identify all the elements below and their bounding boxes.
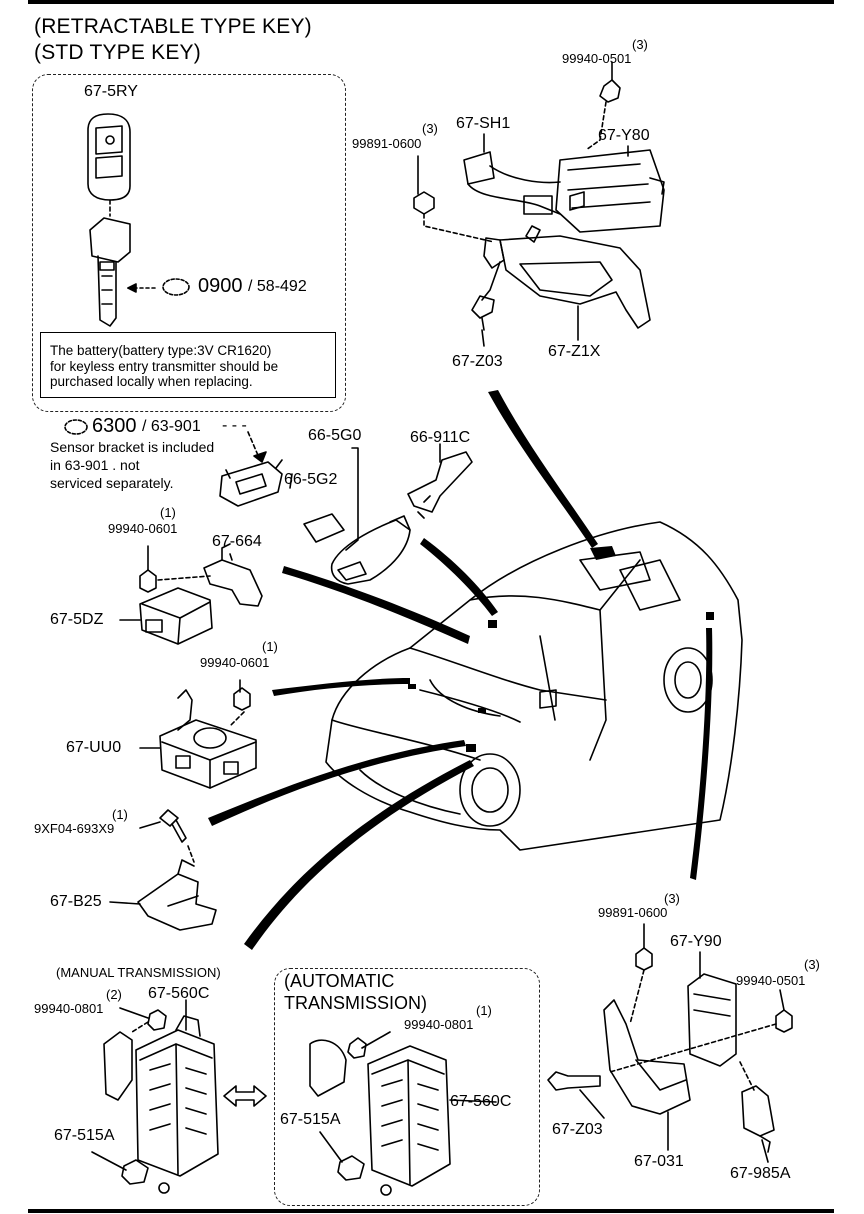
qty-99940-0601-b: (1) — [262, 639, 278, 654]
part-67-031[interactable]: 67-031 — [634, 1153, 684, 1170]
part-67-z03-bot[interactable]: 67-Z03 — [552, 1121, 603, 1138]
battery-note-line: The battery(battery type:3V CR1620) — [50, 343, 272, 358]
qty-99940-0801-man: (2) — [106, 987, 122, 1002]
key-code-sub[interactable]: / 58-492 — [248, 278, 307, 295]
sensor-note-line: Sensor bracket is included — [50, 439, 215, 455]
part-67-5dz[interactable]: 67-5DZ — [50, 611, 104, 628]
part-99891-0600-top[interactable]: 99891-0600 — [352, 136, 422, 151]
battery-note-line: for keyless entry transmitter should be — [50, 358, 279, 374]
key-group-box — [32, 74, 346, 412]
sensor-note-line: in 63-901 . not — [50, 457, 140, 473]
automatic-title-2: TRANSMISSION) — [284, 993, 428, 1013]
battery-note: The battery(battery type:3V CR1620) for … — [50, 343, 278, 390]
qty-99940-0501-bot: (3) — [804, 957, 820, 972]
qty-99940-0601-a: (1) — [160, 505, 176, 520]
part-67-985a[interactable]: 67-985A — [730, 1165, 791, 1182]
part-67-y80[interactable]: 67-Y80 — [598, 127, 650, 144]
part-67-560c-auto[interactable]: 67-560C — [450, 1093, 512, 1110]
title-std: (STD TYPE KEY) — [34, 41, 201, 64]
qty-99940-0501-top: (3) — [632, 37, 648, 52]
qty-99891-0600-bot: (3) — [664, 891, 680, 906]
sensor-note-line: serviced separately. — [50, 475, 174, 491]
automatic-title-1: (AUTOMATIC — [284, 971, 395, 991]
double-arrow-icon — [223, 1085, 267, 1107]
part-99940-0601-b[interactable]: 99940-0601 — [200, 655, 270, 670]
qty-99940-0801-auto: (1) — [476, 1003, 492, 1018]
part-67-664[interactable]: 67-664 — [212, 533, 262, 550]
sensor-code-sub[interactable]: / 63-901 — [142, 418, 201, 435]
automatic-group-box — [274, 968, 540, 1206]
part-67-b25[interactable]: 67-B25 — [50, 893, 102, 910]
qty-9xf04: (1) — [112, 807, 128, 822]
part-67-z1x[interactable]: 67-Z1X — [548, 343, 601, 360]
bottom-rule — [28, 1209, 834, 1213]
battery-note-line: purchased locally when replacing. — [50, 374, 253, 389]
vehicle-icon — [325, 521, 743, 851]
sensor-code-main[interactable]: 6300 — [92, 415, 137, 437]
part-66-5g0[interactable]: 66-5G0 — [308, 427, 362, 444]
part-9xf04-693x9[interactable]: 9XF04-693X9 — [34, 821, 115, 836]
part-67-z03-top[interactable]: 67-Z03 — [452, 353, 503, 370]
part-67-560c-man[interactable]: 67-560C — [148, 985, 210, 1002]
key-code-main[interactable]: 0900 — [198, 275, 243, 297]
folding-key-icon — [89, 217, 131, 327]
part-symbol-icon — [64, 278, 190, 435]
part-99940-0501-bot[interactable]: 99940-0501 — [736, 973, 806, 988]
top-rule — [28, 0, 834, 4]
sensor-note: Sensor bracket is included in 63-901 . n… — [50, 438, 214, 492]
qty-99891-0600-top: (3) — [422, 121, 438, 136]
part-99891-0600-bot[interactable]: 99891-0600 — [598, 905, 668, 920]
part-67-515a-man[interactable]: 67-515A — [54, 1127, 115, 1144]
title-retractable: (RETRACTABLE TYPE KEY) — [34, 15, 312, 38]
part-99940-0601-a[interactable]: 99940-0601 — [108, 521, 178, 536]
key-fob-icon — [87, 113, 131, 201]
part-66-911c[interactable]: 66-911C — [410, 429, 471, 446]
part-67-sh1[interactable]: 67-SH1 — [456, 115, 511, 132]
part-67-5ry[interactable]: 67-5RY — [84, 83, 138, 100]
part-99940-0801-auto[interactable]: 99940-0801 — [404, 1017, 474, 1032]
part-66-5g2[interactable]: 66-5G2 — [284, 471, 338, 488]
part-67-515a-auto[interactable]: 67-515A — [280, 1111, 341, 1128]
part-99940-0801-man[interactable]: 99940-0801 — [34, 1001, 104, 1016]
part-67-uu0[interactable]: 67-UU0 — [66, 739, 122, 756]
manual-transmission-title: (MANUAL TRANSMISSION) — [56, 965, 221, 980]
part-99940-0501-top[interactable]: 99940-0501 — [562, 51, 632, 66]
battery-note-box — [40, 332, 336, 398]
sensor-dash: - - - — [222, 417, 247, 434]
part-67-y90[interactable]: 67-Y90 — [670, 933, 722, 950]
